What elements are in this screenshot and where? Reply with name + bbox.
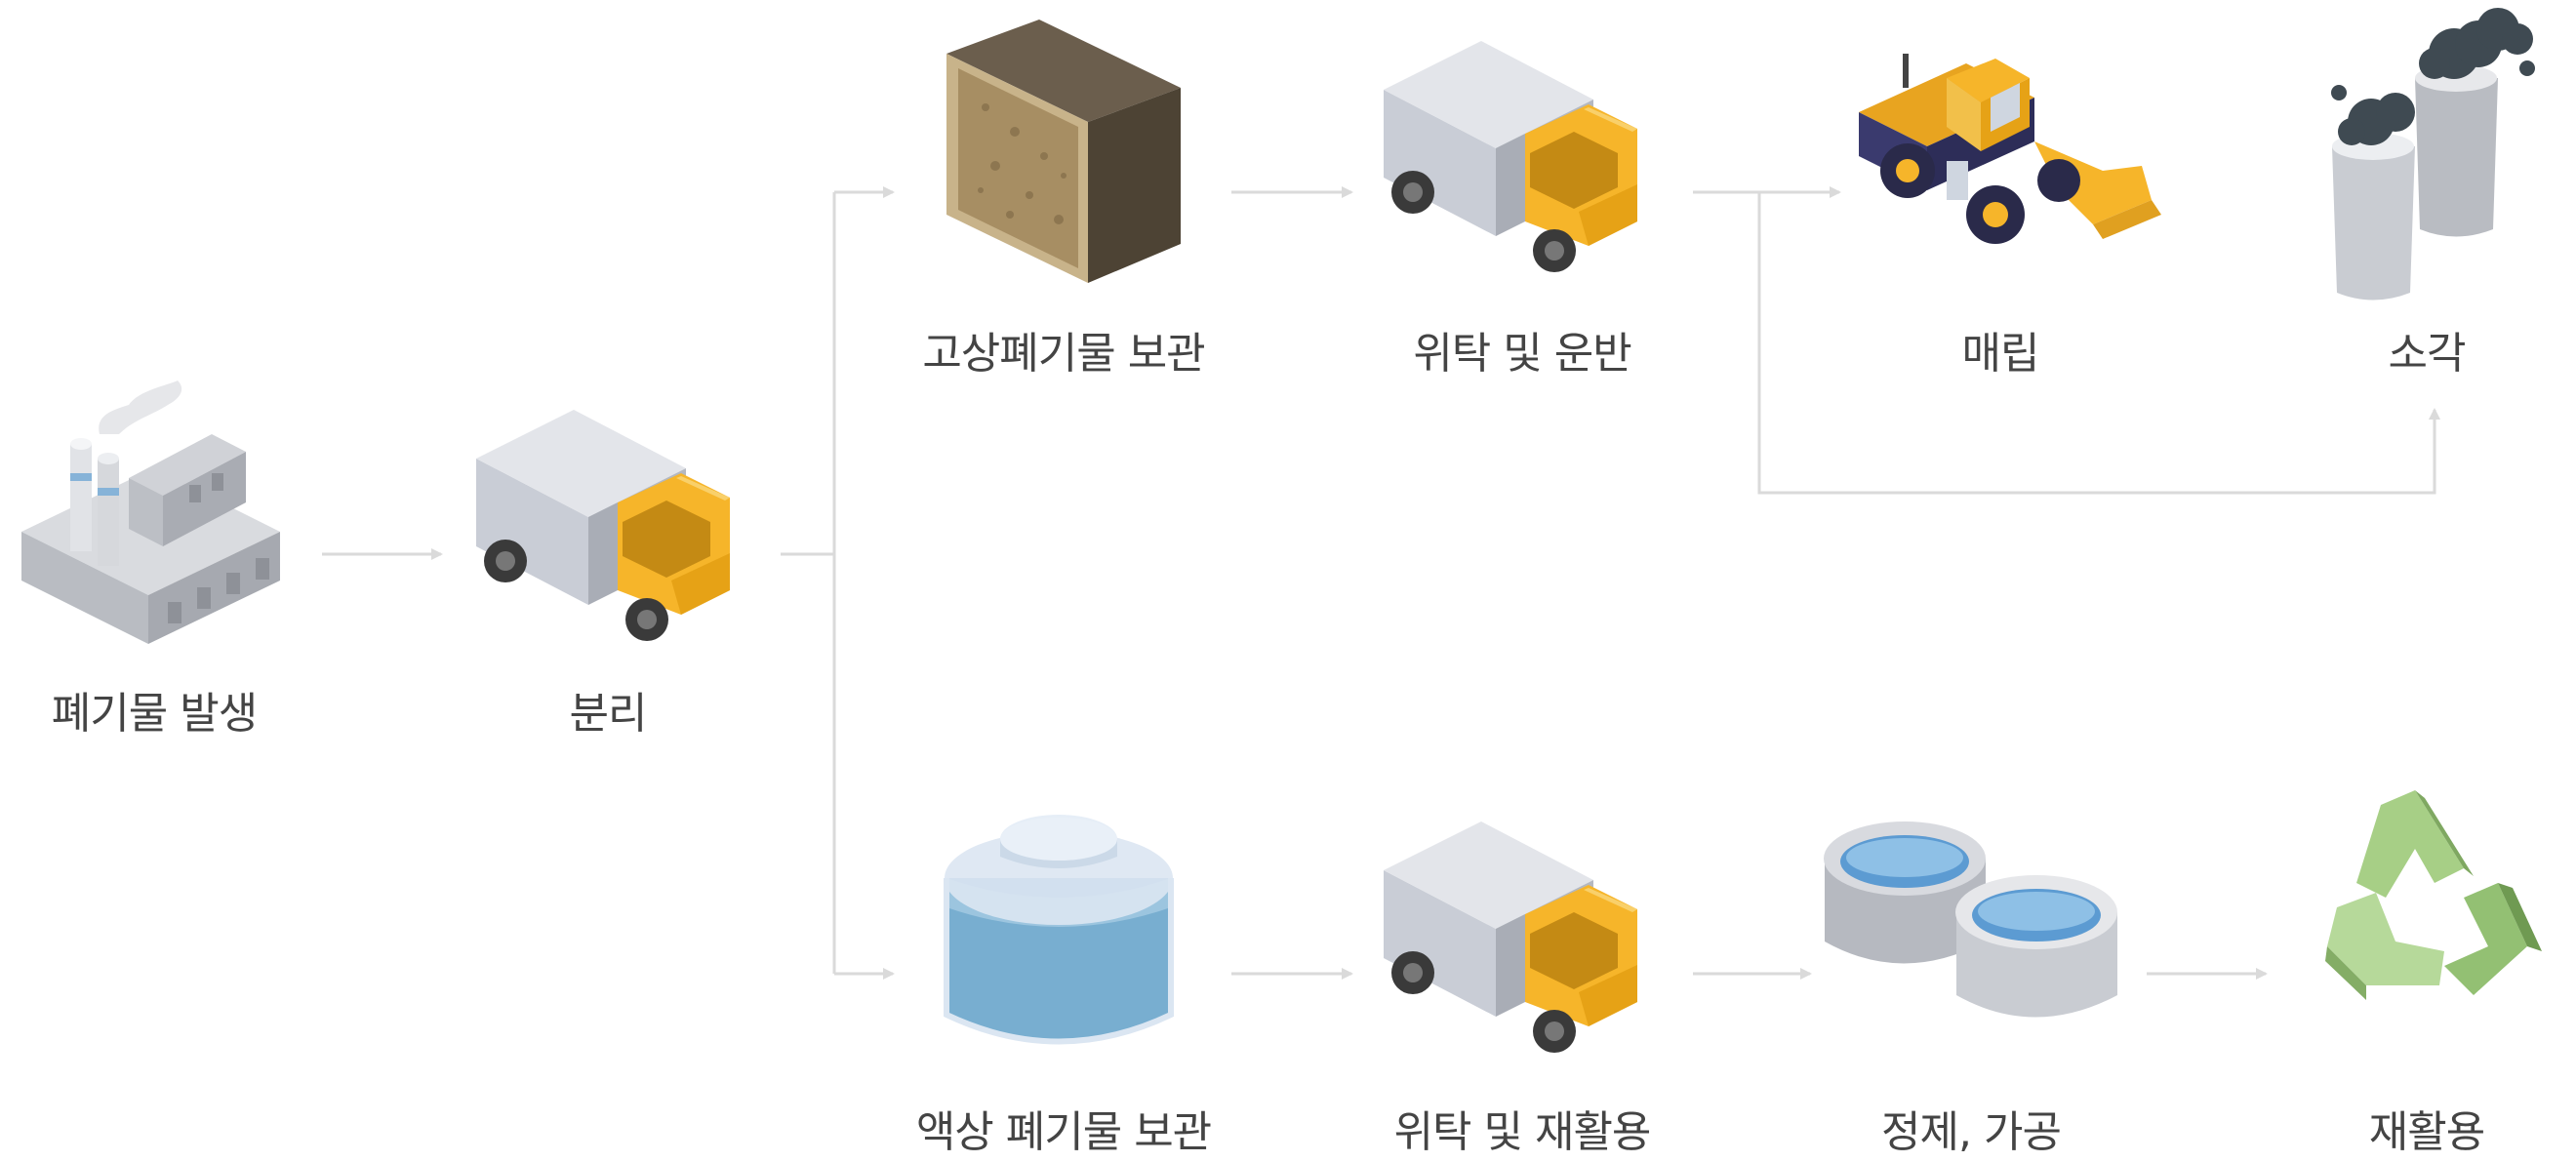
label-waste-generation: 폐기물 발생 xyxy=(51,689,258,739)
recycle-icon xyxy=(2325,790,2542,1000)
label-refine-process: 정제, 가공 xyxy=(1881,1107,2062,1157)
label-liquid-storage: 액상 폐기물 보관 xyxy=(915,1107,1212,1157)
label-consign-recycle: 위탁 및 재활용 xyxy=(1393,1107,1652,1157)
factory-icon xyxy=(21,381,280,644)
soil-block-icon xyxy=(946,20,1181,283)
water-tank-icon xyxy=(944,815,1174,1045)
truck-icon-separation xyxy=(476,410,730,641)
label-separation: 분리 xyxy=(569,689,648,739)
arrow-transport-to-incineration xyxy=(1757,192,2440,495)
smokestack-icon xyxy=(2331,8,2535,301)
label-consign-transport: 위탁 및 운반 xyxy=(1413,329,1631,379)
truck-icon-transport xyxy=(1384,41,1637,272)
label-recycle: 재활용 xyxy=(2368,1107,2485,1157)
truck-icon-recycle xyxy=(1384,821,1637,1053)
label-solid-storage: 고상폐기물 보관 xyxy=(922,329,1205,379)
basins-icon xyxy=(1824,821,2117,1018)
connector-arrows xyxy=(322,186,2440,980)
label-incineration: 소각 xyxy=(2388,329,2467,379)
label-landfill: 매립 xyxy=(1961,329,2040,379)
wheel-loader-icon xyxy=(1859,54,2161,244)
